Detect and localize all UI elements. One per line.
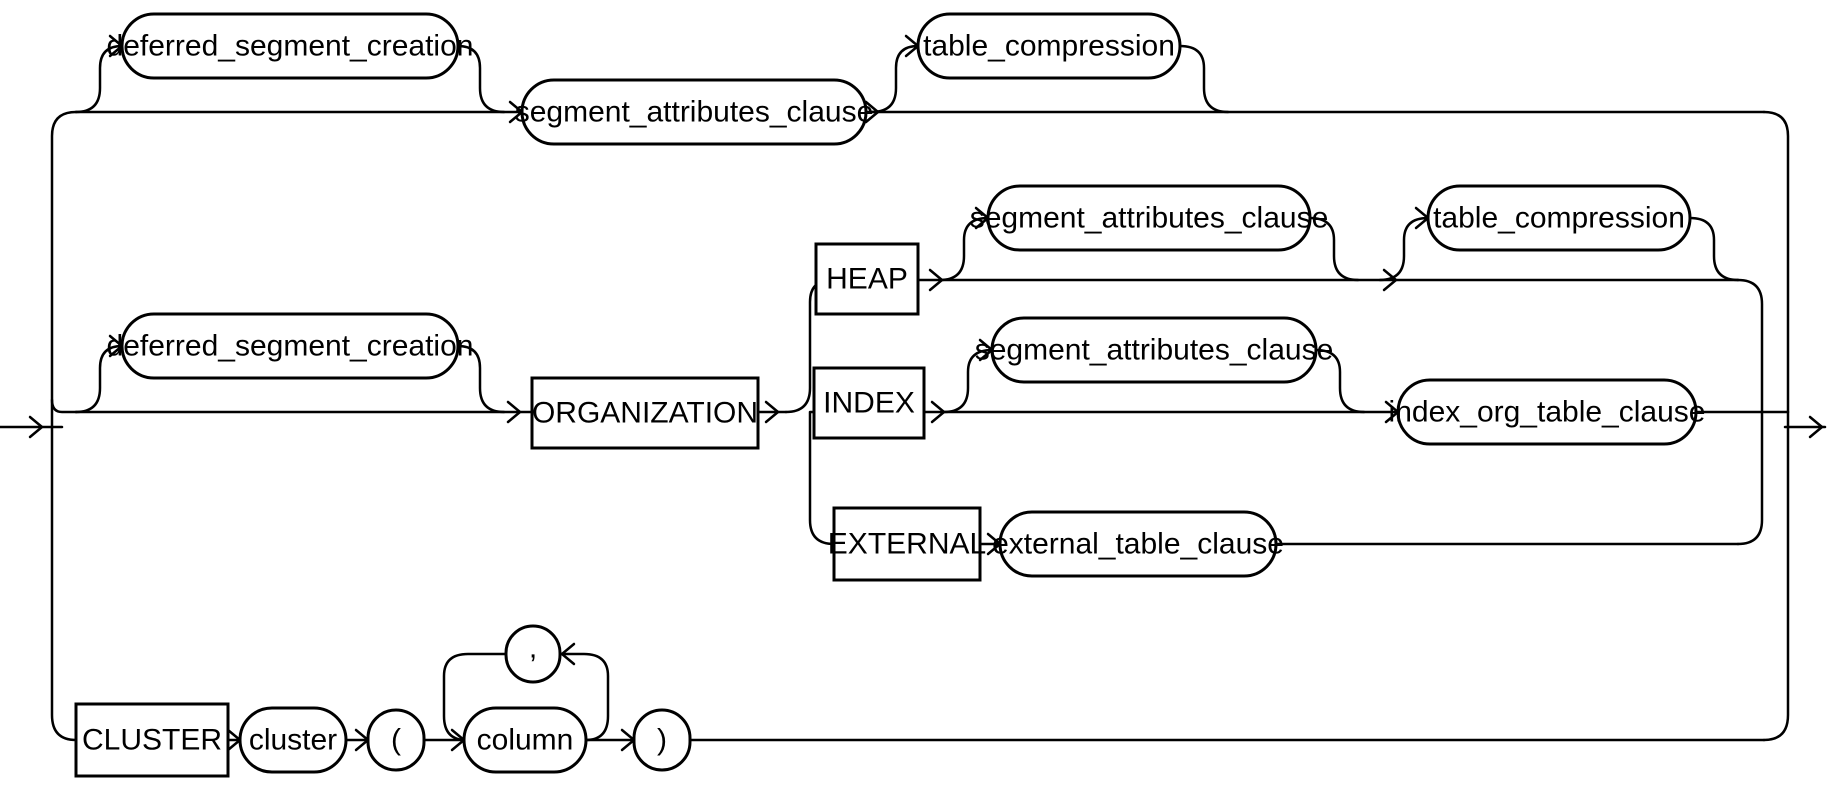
node-index: INDEX: [812, 366, 926, 440]
node-label: (: [391, 724, 401, 757]
left-spine-to-middle: [50, 398, 78, 414]
arrow-comma-back: [560, 642, 576, 666]
node-label: EXTERNAL: [828, 528, 986, 561]
node-label: cluster: [249, 724, 337, 757]
arrow-organization: [506, 400, 522, 424]
right-spine: [1762, 110, 1790, 742]
node-deferred-mid: deferred_segment_creation: [107, 312, 474, 380]
arrow-after-heap: [928, 268, 944, 292]
arrow-heap-join: [1382, 268, 1398, 292]
left-spine: [50, 110, 78, 742]
node-heap: HEAP: [814, 242, 920, 316]
node-label: INDEX: [823, 387, 915, 420]
middle-deferred-branch: [74, 344, 506, 414]
node-cluster-keyword: CLUSTER: [74, 702, 230, 778]
index-segattr-branch: [942, 348, 1366, 414]
heap-segattr-branch: [938, 216, 1360, 282]
node-label: table_compression: [923, 30, 1175, 63]
organization-right-spine: [1736, 278, 1790, 546]
node-organization: ORGANIZATION: [530, 376, 760, 450]
node-label: table_compression: [1433, 202, 1685, 235]
node-segattr-heap: segment_attributes_clause: [970, 184, 1329, 252]
arrow-after-index: [930, 400, 946, 424]
node-lparen: (: [366, 708, 426, 772]
node-column: column: [462, 706, 588, 774]
node-external: EXTERNAL: [828, 506, 986, 582]
node-label: deferred_segment_creation: [107, 30, 474, 63]
node-segattr-top: segment_attributes_clause: [515, 78, 874, 146]
node-cluster: cluster: [238, 706, 348, 774]
node-tablecomp-top: table_compression: [916, 12, 1182, 80]
top-deferred-branch: [74, 44, 506, 114]
node-index-org: index_org_table_clause: [1389, 378, 1706, 446]
node-deferred-top: deferred_segment_creation: [107, 12, 474, 80]
node-label: external_table_clause: [992, 528, 1284, 561]
connector-lines: [0, 44, 1827, 742]
node-segattr-index: segment_attributes_clause: [975, 316, 1334, 384]
node-tablecomp-heap: table_compression: [1426, 184, 1692, 252]
arrow-entry: [28, 415, 44, 439]
node-label: index_org_table_clause: [1389, 396, 1706, 429]
node-label: segment_attributes_clause: [970, 202, 1329, 235]
node-label: deferred_segment_creation: [107, 330, 474, 363]
node-label: column: [477, 724, 574, 757]
arrow-after-organization: [764, 400, 780, 424]
node-label: ,: [529, 632, 537, 665]
node-label: ORGANIZATION: [532, 397, 758, 430]
node-label: HEAP: [826, 263, 908, 296]
node-label: ): [657, 724, 667, 757]
node-label: segment_attributes_clause: [975, 334, 1334, 367]
node-label: CLUSTER: [82, 724, 222, 757]
node-comma: ,: [504, 624, 562, 684]
arrow-exit: [1808, 415, 1824, 439]
column-repeat-loop: [442, 652, 610, 742]
node-rparen: ): [632, 708, 692, 772]
node-external-clause: external_table_clause: [992, 510, 1284, 578]
top-tablecomp-branch: [870, 44, 1230, 114]
node-label: segment_attributes_clause: [515, 96, 874, 129]
arrow-top-after-segattr: [864, 100, 880, 124]
